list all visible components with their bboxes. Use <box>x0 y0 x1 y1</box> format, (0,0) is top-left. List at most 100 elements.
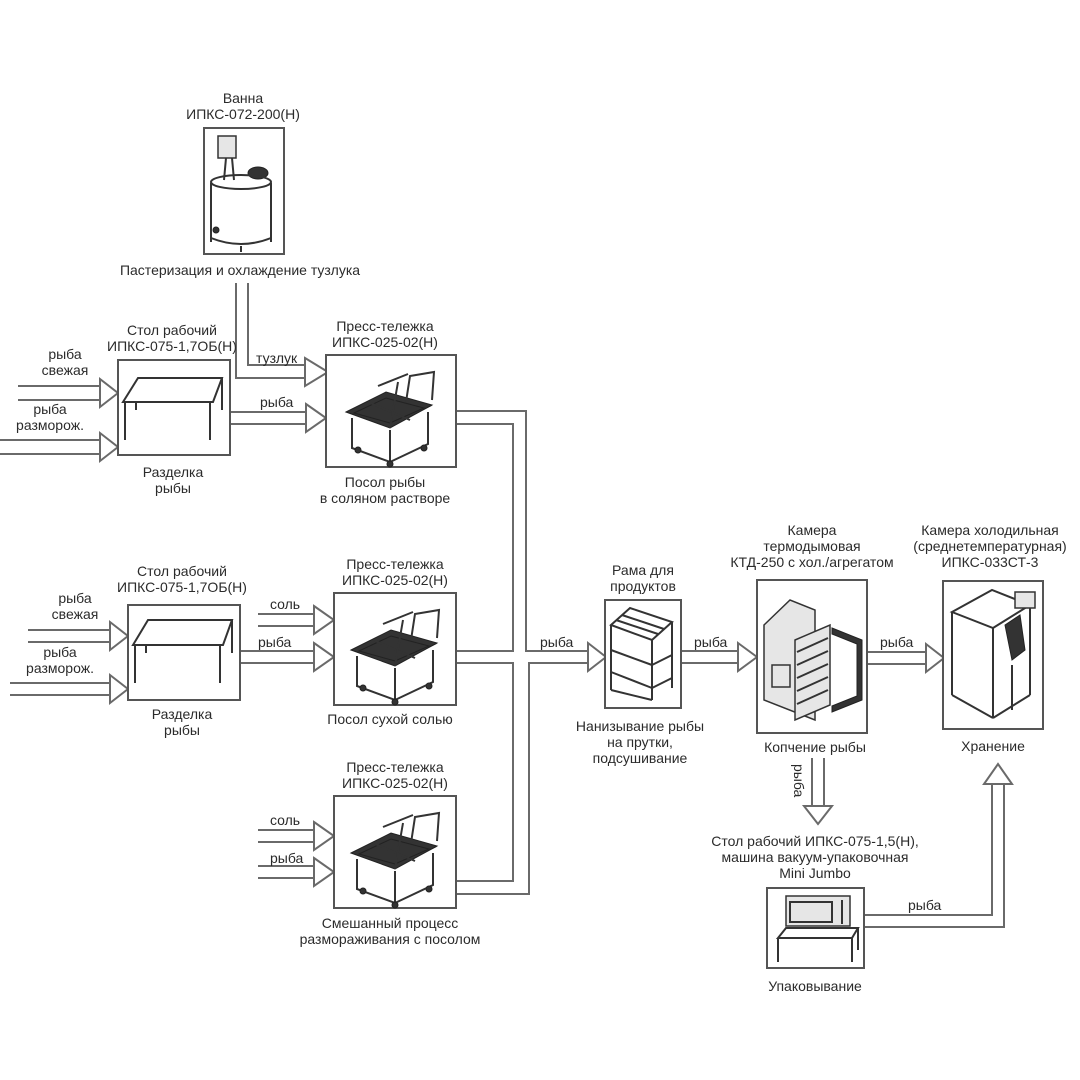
flow-label-t2-in1: рыба свежая <box>52 590 99 622</box>
smoker-title-line: термодымовая <box>763 538 861 554</box>
flow-t1-press1 <box>230 411 310 425</box>
bath-title-line: Ванна <box>222 90 264 106</box>
smoker-title: Камера термодымовая КТД-250 с хол./агрег… <box>730 522 893 570</box>
flow-label-t2-in2: рыба разморож. <box>26 644 94 676</box>
press-cart-part <box>359 887 367 895</box>
flow-t2-press2 <box>240 650 315 664</box>
press-cart-part <box>394 853 434 904</box>
arrowhead-smoker-fridge <box>925 641 946 675</box>
bath-model: ИПКС-072-200(Н) <box>186 106 300 122</box>
flow-label-p2-salt: соль <box>270 596 301 612</box>
press-cart-part <box>394 822 404 870</box>
flow-label-line: рыба <box>43 644 77 660</box>
press3-title-line: Пресс-тележка <box>346 759 444 775</box>
table2-caption-line: Разделка <box>151 706 213 722</box>
flow-smoker-fridge <box>867 651 928 665</box>
table1-caption-line: Разделка <box>142 464 204 480</box>
flow-label-line: рыба <box>48 346 82 362</box>
arrowhead-smoker-pack <box>801 805 835 826</box>
press-cart-part <box>391 901 399 909</box>
flow-label-line: рыба <box>58 590 92 606</box>
press3-model: ИПКС-025-02(Н) <box>342 775 448 791</box>
node-table2 <box>127 604 241 701</box>
node-table1 <box>117 359 231 456</box>
flow-t2-in2 <box>10 682 110 696</box>
flow-p3-fish <box>258 865 315 879</box>
arrowhead-p2-salt <box>313 604 336 636</box>
flow-label-line: разморож. <box>26 660 94 676</box>
arrowhead-t1-in2 <box>99 430 120 464</box>
table2-caption-line: рыбы <box>164 722 200 738</box>
smoker-caption-line: Копчение рыбы <box>764 739 866 755</box>
press-cart-part <box>377 373 409 387</box>
fridge-caption-line: Хранение <box>961 738 1025 754</box>
pack-caption-line: Упаковывание <box>768 978 862 994</box>
arrowhead-t1-in1 <box>99 376 120 410</box>
press-cart-part <box>389 381 399 429</box>
node-smoker <box>756 579 868 734</box>
flow-label-line: свежая <box>51 606 99 622</box>
press1-model: ИПКС-025-02(Н) <box>332 334 438 350</box>
press-cart-part <box>367 401 411 421</box>
flow-label-p3-fish: рыба <box>270 850 304 866</box>
table1-model: ИПКС-075-1,7ОБ(Н) <box>107 338 237 354</box>
rack-title-line: Рама для <box>612 562 674 578</box>
press-cart-icon <box>349 811 441 909</box>
fridge-title-line: (среднетемпературная) <box>913 538 1067 554</box>
press-cart-part <box>382 814 414 828</box>
pack-title-line: машина вакуум-упаковочная <box>721 849 909 865</box>
bath-caption-line: Пастеризация и охлаждение тузлука <box>119 262 361 278</box>
smoker-title-line: Камера <box>787 522 837 538</box>
press2-caption: Посол сухой солью <box>327 711 452 727</box>
fridge-title-line: Камера холодильная <box>921 522 1059 538</box>
rack-title-line: продуктов <box>610 578 676 594</box>
table2-title: Стол рабочий ИПКС-075-1,7ОБ(Н) <box>117 563 247 595</box>
arrowhead-brine <box>304 356 330 388</box>
press1-title: Пресс-тележка ИПКС-025-02(Н) <box>332 318 438 350</box>
flow-label-pack-fridge: рыба <box>908 897 942 913</box>
rack-caption-line: на прутки, <box>607 734 673 750</box>
smoker-caption: Копчение рыбы <box>764 739 866 755</box>
table1-caption-line: рыбы <box>155 480 191 496</box>
pack-title: Стол рабочий ИПКС-075-1,5(Н), машина вак… <box>711 833 919 881</box>
arrowhead-t2-in1 <box>109 619 130 653</box>
table2-model: ИПКС-075-1,7ОБ(Н) <box>117 579 247 595</box>
press1-caption: Посол рыбы в соляном растворе <box>320 474 450 506</box>
arrowhead-p3-fish <box>313 856 336 888</box>
press-cart-part <box>372 842 416 862</box>
flow-p3-salt <box>258 829 315 843</box>
press-cart-part <box>420 444 428 452</box>
flow-pack-fridge <box>864 782 1005 928</box>
bath-caption: Пастеризация и охлаждение тузлука <box>120 262 360 278</box>
flow-label-brine: тузлук <box>256 350 298 366</box>
press2-title: Пресс-тележка ИПКС-025-02(Н) <box>342 556 448 588</box>
flow-label-t1-in1: рыба свежая <box>42 346 89 378</box>
node-pack <box>766 887 865 969</box>
press-cart-part <box>382 611 414 625</box>
flow-brine <box>235 283 310 379</box>
press3-caption-line: Смешанный процесс <box>321 915 459 931</box>
flow-label-rack-smoker: рыба <box>694 634 728 650</box>
press2-title-line: Пресс-тележка <box>346 556 444 572</box>
node-bath <box>203 127 285 255</box>
table2-caption: Разделка рыбы <box>152 706 213 738</box>
press1-caption-line: Посол рыбы <box>344 474 426 490</box>
arrowhead-pack-fridge <box>982 762 1014 785</box>
press-cart-part <box>410 608 441 641</box>
press-cart-part <box>394 619 404 667</box>
press2-model: ИПКС-025-02(Н) <box>342 572 448 588</box>
press3-caption-line: размораживания с посолом <box>299 931 481 947</box>
smoker-model: КТД-250 с хол./агрегатом <box>730 554 894 570</box>
press1-caption-line: в соляном растворе <box>319 490 451 506</box>
flow-t1-in1 <box>18 385 100 401</box>
flow-smoker-pack <box>811 758 825 808</box>
press-cart-part <box>351 418 391 464</box>
arrowhead-t2-press2 <box>313 641 336 673</box>
arrowhead-to-rack <box>587 640 608 674</box>
press2-caption-line: Посол сухой солью <box>327 711 453 727</box>
flow-label-line: разморож. <box>16 417 84 433</box>
table1-caption: Разделка рыбы <box>143 464 204 496</box>
table1-title: Стол рабочий ИПКС-075-1,7ОБ(Н) <box>107 322 237 354</box>
press-cart-part <box>405 370 436 403</box>
